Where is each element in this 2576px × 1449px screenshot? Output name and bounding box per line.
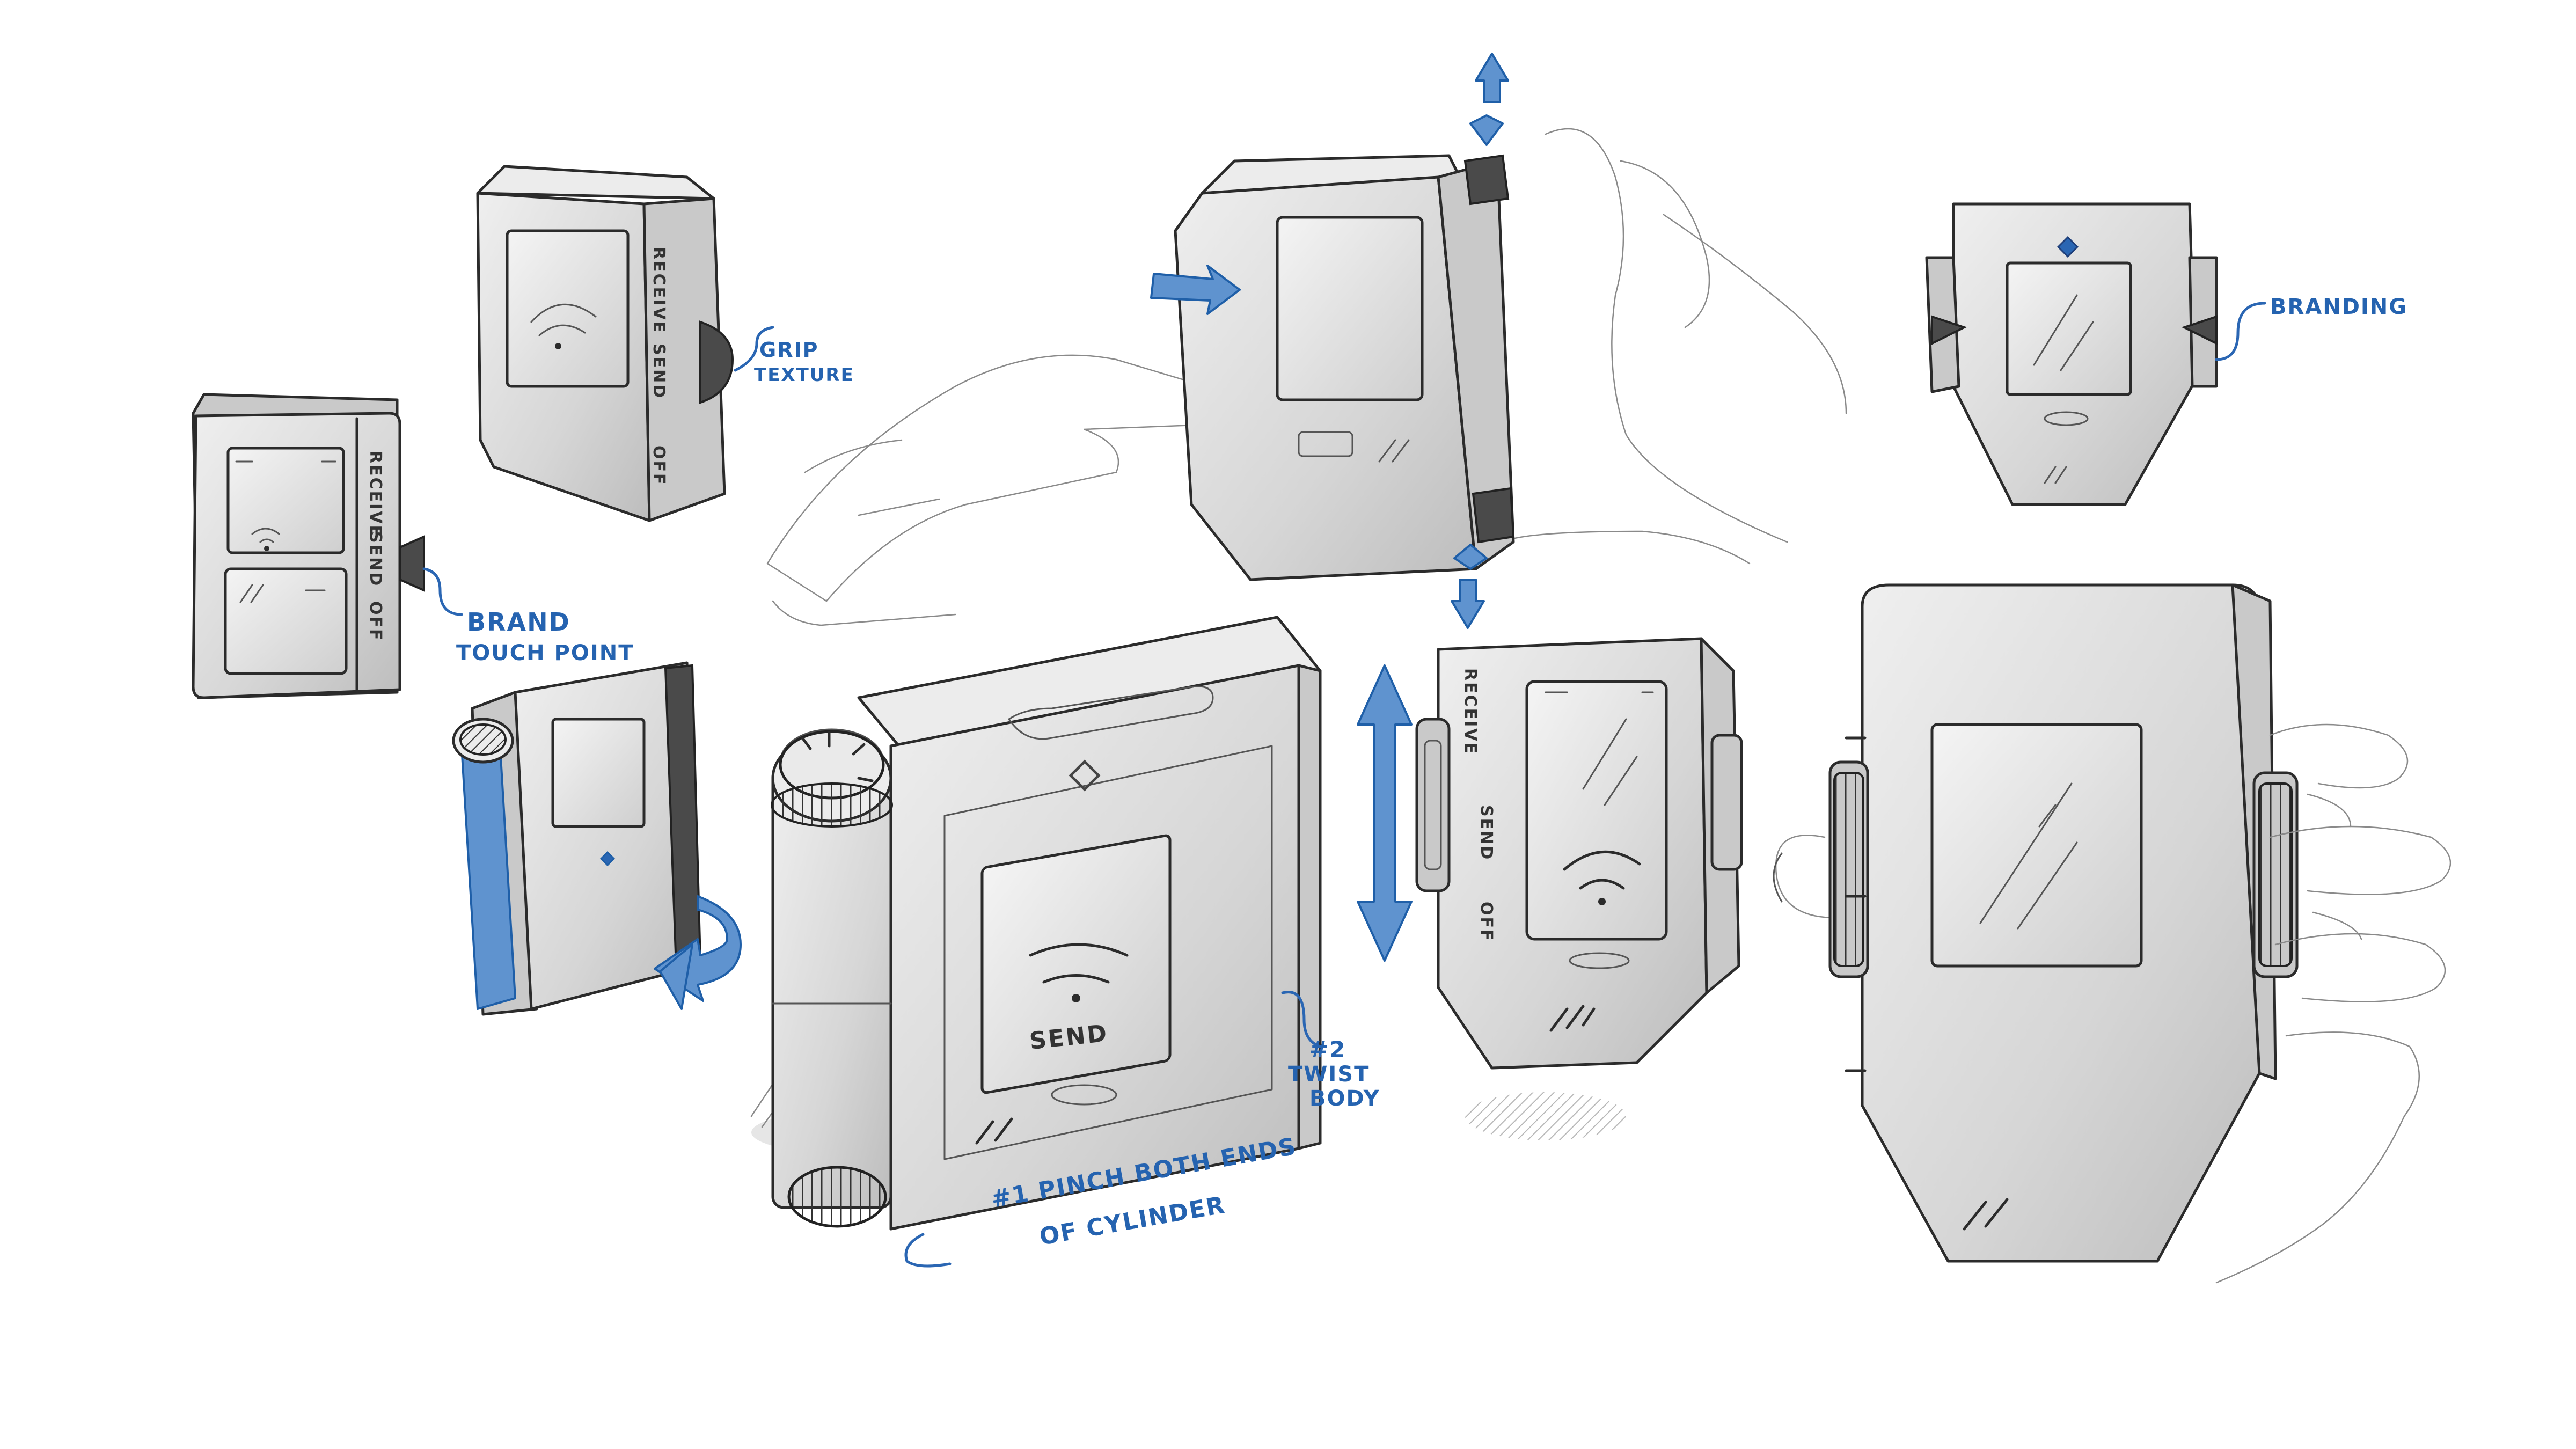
- grip-texture-label-1: GRIP: [759, 338, 818, 362]
- device-a-front-view: RECEIVE SEND OFF BRAND TOUCH POINT: [192, 393, 634, 699]
- send-label-a: SEND: [366, 531, 385, 587]
- device-f-cylinder-hero: SEND #1 PINCH BOTH ENDS OF CYLINDER #2 T…: [750, 616, 1380, 1268]
- device-e-branding-view: BRANDING: [1925, 202, 2407, 506]
- pinch-top-arrow-icon: [1469, 53, 1509, 146]
- device-g-side-buttons: RECEIVE SEND OFF: [1415, 637, 1743, 1140]
- off-label-a: OFF: [366, 601, 385, 642]
- receive-label-b: RECEIVE: [649, 247, 668, 334]
- twist-label-1: #2: [1309, 1036, 1346, 1063]
- brand-touch-label-1: BRAND: [467, 608, 570, 636]
- device-c-cylinder-view: [452, 661, 742, 1016]
- grip-texture-label-2: TEXTURE: [754, 364, 854, 386]
- receive-label-a: RECEIVE: [366, 451, 385, 538]
- diamond-logo-icon: [599, 851, 616, 867]
- twist-label-3: BODY: [1309, 1086, 1380, 1111]
- push-arrow-icon: [1150, 265, 1241, 315]
- send-label-g: SEND: [1477, 805, 1496, 861]
- diamond-logo-icon: [1069, 759, 1101, 792]
- twist-label-2: TWIST: [1288, 1062, 1370, 1087]
- double-arrow-icon: [1357, 664, 1413, 962]
- off-label-g: OFF: [1477, 902, 1496, 942]
- pinch-bottom-arrow-icon: [1451, 544, 1488, 629]
- device-b-grip-view: RECEIVE SEND OFF GRIP TEXTURE: [476, 165, 854, 522]
- device-d-hand-hero: [766, 53, 1847, 629]
- branding-label: BRANDING: [2270, 295, 2407, 319]
- receive-label-g: RECEIVE: [1461, 668, 1480, 755]
- diamond-logo-icon: [2057, 236, 2079, 258]
- brand-touch-label-2: TOUCH POINT: [456, 641, 634, 665]
- device-h-handheld-large: [1773, 583, 2451, 1284]
- send-label-b: SEND: [649, 343, 668, 399]
- off-label-b: OFF: [649, 445, 668, 486]
